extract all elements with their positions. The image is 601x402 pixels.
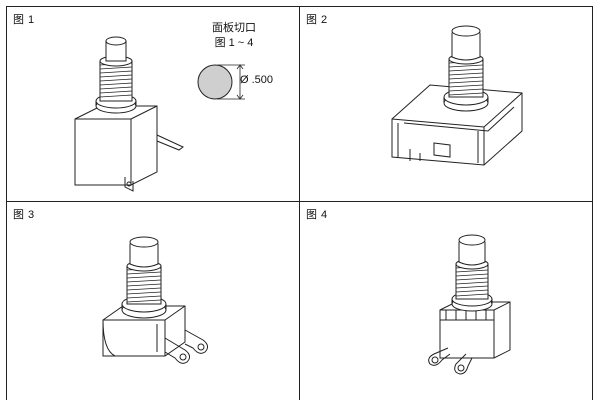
figure-2-panel: 图 2 [299,6,593,202]
figure-4-panel: 图 4 [299,201,593,400]
figure-1-panel: 图 1 面板切口 图 1 ~ 4 Ø .500 [6,6,300,202]
figure-3-panel: 图 3 [6,201,300,400]
switch-drawing-1 [74,36,245,192]
panel-cutout-title: 面板切口 [212,22,256,34]
switch-drawing-4 [428,234,511,375]
switch-drawing-3 [102,236,209,364]
figure-1-label: 图 1 [13,14,35,26]
cutout-diameter-label: Ø .500 [240,74,274,86]
figure-grid: 图 1 面板切口 图 1 ~ 4 Ø .500 [6,6,593,400]
figure-4-label: 图 4 [306,209,328,221]
figure-2-label: 图 2 [306,14,328,26]
panel-cutout-range: 图 1 ~ 4 [214,37,254,49]
figure-3-label: 图 3 [13,209,35,221]
switch-drawing-2 [391,25,523,166]
